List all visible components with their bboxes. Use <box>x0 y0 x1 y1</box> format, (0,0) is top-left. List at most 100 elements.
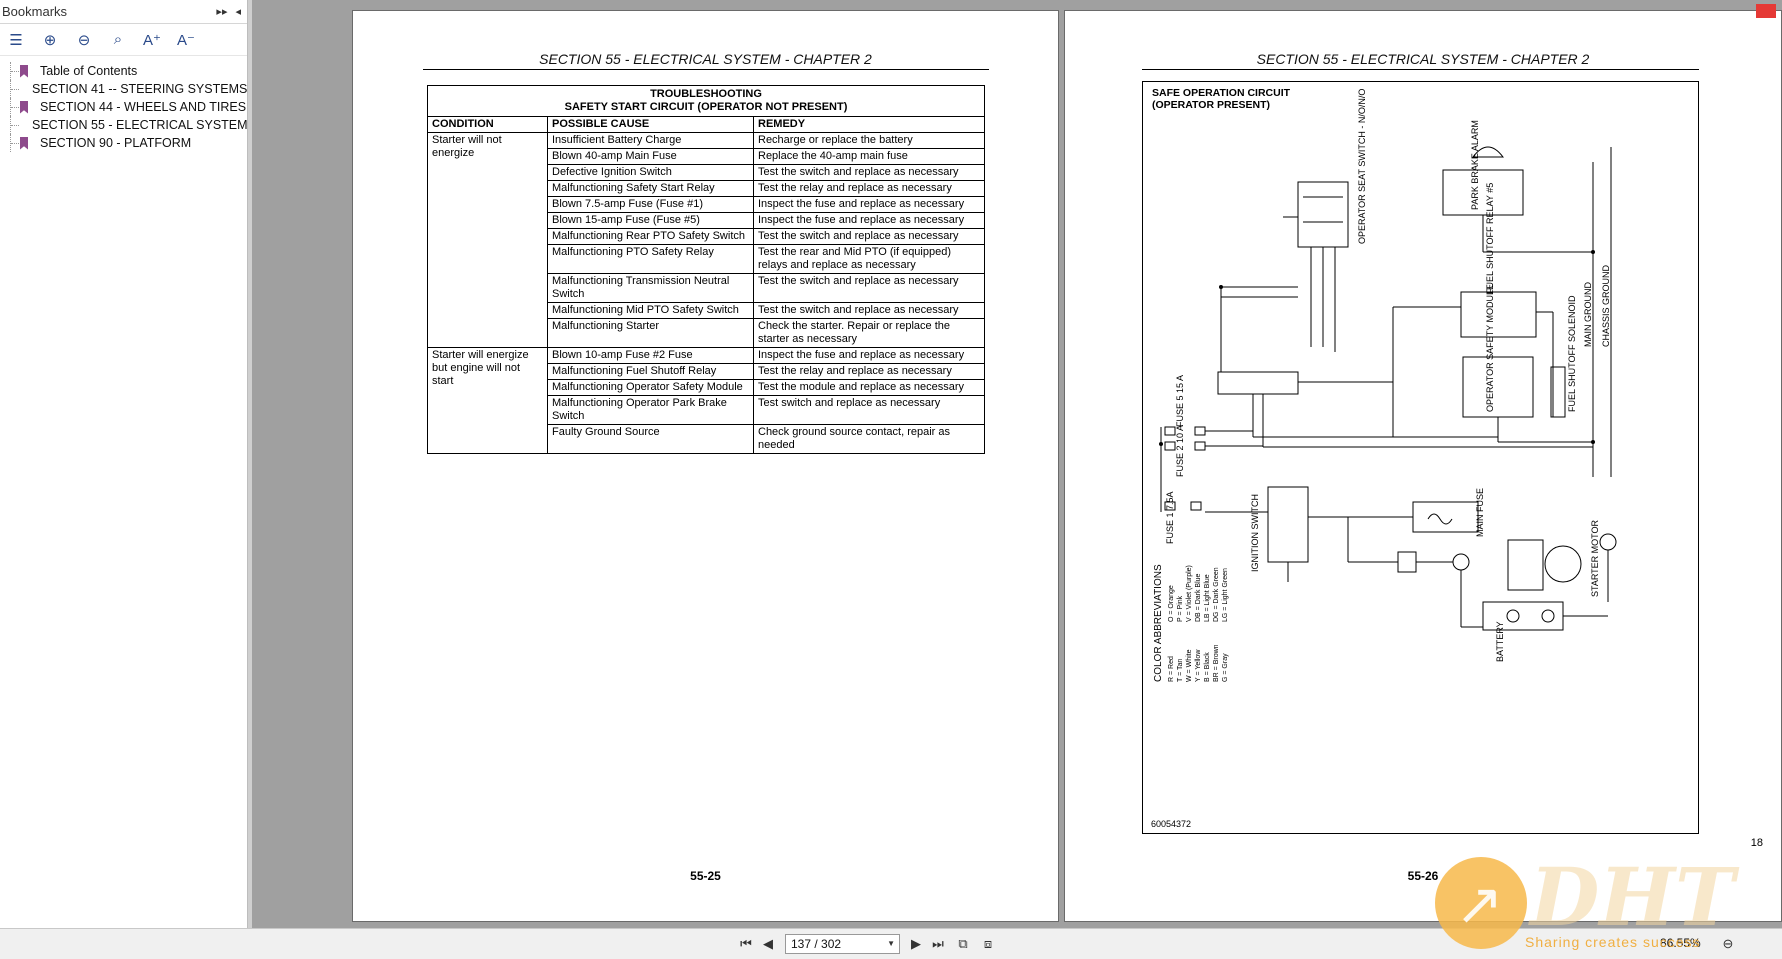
legend-entry: LB = Light Blue <box>1204 574 1211 622</box>
seat-switch-label: OPERATOR SEAT SWITCH - N/O/N/O <box>1357 89 1367 244</box>
page-55-25: SECTION 55 - ELECTRICAL SYSTEM - CHAPTER… <box>352 10 1059 922</box>
decrease-font-icon[interactable]: A⁻ <box>177 31 195 49</box>
column-header: POSSIBLE CAUSE <box>547 116 754 133</box>
chevron-down-icon[interactable]: ▼ <box>887 939 895 948</box>
legend-entry: DB = Dark Blue <box>1195 573 1202 622</box>
collapse-panel-icon[interactable]: ◂ <box>235 6 241 18</box>
bookmark-item[interactable]: SECTION 55 - ELECTRICAL SYSTEM <box>0 116 248 134</box>
document-area: SECTION 55 - ELECTRICAL SYSTEM - CHAPTER… <box>252 0 1782 928</box>
bookmark-item[interactable]: Table of Contents <box>0 62 247 80</box>
legend-entry: LG = Light Green <box>1222 568 1229 622</box>
condition-cell: Starter will not energize <box>427 132 548 348</box>
legend-entry: P = Pink <box>1177 595 1184 622</box>
bookmarks-panel: Bookmarks ▸▸ ◂ ☰ ⊕ ⊖ ⌕ A⁺ A⁻ Table of Co… <box>0 0 248 928</box>
header-rule <box>1142 69 1699 70</box>
column-header: REMEDY <box>753 116 985 133</box>
bookmark-list: Table of Contents SECTION 41 -- STEERING… <box>0 56 248 152</box>
legend-entry: G = Gray <box>1222 653 1229 682</box>
header-rule <box>423 69 989 70</box>
bookmarks-toolbar: ☰ ⊕ ⊖ ⌕ A⁺ A⁻ <box>0 24 247 56</box>
expand-panel-icon[interactable]: ▸▸ <box>216 6 228 18</box>
expand-bookmark-icon[interactable]: ⊕ <box>43 31 57 49</box>
schematic-title: SAFE OPERATION CIRCUIT (OPERATOR PRESENT… <box>1152 87 1291 111</box>
close-window-button[interactable] <box>1756 4 1776 18</box>
main-fuse-label: MAIN FUSE <box>1475 488 1485 537</box>
two-page-view-icon[interactable]: ⧈ <box>983 936 993 951</box>
legend-entry: V = Violet (Purple) <box>1186 565 1193 622</box>
panel-splitter[interactable] <box>248 0 252 928</box>
legend-entry: DG = Dark Green <box>1213 567 1220 622</box>
last-page-icon[interactable]: ⏭ <box>932 936 944 951</box>
find-bookmark-icon[interactable]: ⌕ <box>113 31 123 48</box>
next-page-icon[interactable]: ▶ <box>911 936 921 951</box>
zoom-out-icon[interactable]: ⊖ <box>1722 936 1734 951</box>
column-header: CONDITION <box>427 116 548 133</box>
park-brake-label: PARK BRAKE ALARM <box>1470 120 1480 210</box>
starter-label: STARTER MOTOR <box>1590 519 1600 597</box>
color-abbrev-title: COLOR ABBREVIATIONS <box>1153 564 1164 682</box>
legend-entry: O = Orange <box>1168 585 1175 622</box>
table-row: Starter will not energize Insufficient B… <box>427 132 985 348</box>
table-row: Malfunctioning Transmission Neutral Swit… <box>428 273 985 303</box>
bookmark-flag-icon <box>20 100 28 114</box>
watermark-arrow-icon: ↗ <box>1455 872 1504 937</box>
fuse5-label: FUSE 5 15 A <box>1175 375 1185 427</box>
zoom-level[interactable]: 86.55% <box>1660 936 1701 950</box>
fit-page-icon[interactable]: ⧉ <box>958 936 968 951</box>
bookmark-flag-icon <box>20 64 28 78</box>
schematic-figure: SAFE OPERATION CIRCUIT (OPERATOR PRESENT… <box>1142 81 1699 834</box>
bookmark-label: SECTION 44 - WHEELS AND TIRES <box>40 100 247 114</box>
bookmark-label: SECTION 55 - ELECTRICAL SYSTEM <box>32 118 248 132</box>
bookmark-label: SECTION 41 -- STEERING SYSTEMS <box>32 82 248 96</box>
page-number: 55-25 <box>690 869 721 883</box>
wiring-diagram: PARK BRAKE ALARM OPERATOR SEAT SWITCH - … <box>1153 89 1617 682</box>
page-number-input[interactable]: 137 / 302 ▼ <box>785 934 900 954</box>
chassis-ground-label: CHASSIS GROUND <box>1601 264 1611 347</box>
legend-entry: B = Black <box>1204 652 1211 682</box>
collapse-bookmark-icon[interactable]: ⊖ <box>77 31 91 49</box>
first-page-icon[interactable]: ⏮ <box>740 936 752 951</box>
fuel-relay-label: FUEL SHUTOFF RELAY #5 <box>1485 183 1495 294</box>
section-header: SECTION 55 - ELECTRICAL SYSTEM - CHAPTER… <box>1256 51 1590 67</box>
bookmark-label: SECTION 90 - PLATFORM <box>40 136 192 150</box>
page-55-26: SECTION 55 - ELECTRICAL SYSTEM - CHAPTER… <box>1064 10 1782 922</box>
battery-label: BATTERY <box>1495 621 1505 662</box>
table-row: Blown 15-amp Fuse (Fuse #5)Inspect the f… <box>428 212 985 229</box>
bookmark-item[interactable]: SECTION 44 - WHEELS AND TIRES <box>0 98 247 116</box>
watermark-subtext: Sharing creates success <box>1525 934 1701 950</box>
legend-entry: R = Red <box>1168 656 1175 682</box>
table-title: TROUBLESHOOTING SAFETY START CIRCUIT (OP… <box>427 85 985 117</box>
increase-font-icon[interactable]: A⁺ <box>143 31 161 49</box>
bookmark-item[interactable]: SECTION 41 -- STEERING SYSTEMS <box>0 80 247 98</box>
table-row: Blown 7.5-amp Fuse (Fuse #1)Inspect the … <box>428 196 985 213</box>
fuse2-label: FUSE 2 10 A <box>1175 425 1185 477</box>
bookmark-flag-icon <box>20 136 28 150</box>
legend-entry: T = Tan <box>1177 659 1184 682</box>
legend-entry: W = White <box>1186 649 1193 682</box>
bookmark-item[interactable]: SECTION 90 - PLATFORM <box>0 134 247 152</box>
main-ground-label: MAIN GROUND <box>1583 282 1593 348</box>
table-row: Starter will energize but engine will no… <box>427 347 985 454</box>
figure-id: 60054372 <box>1151 819 1192 829</box>
safety-module-label: OPERATOR SAFETY MODULE <box>1485 284 1495 412</box>
bookmarks-header: Bookmarks ▸▸ ◂ <box>0 0 247 24</box>
legend-entry: Y = Yellow <box>1195 649 1202 682</box>
section-header: SECTION 55 - ELECTRICAL SYSTEM - CHAPTER… <box>539 51 872 67</box>
bookmarks-title: Bookmarks <box>2 4 68 19</box>
legend-entry: BR = Brown <box>1213 644 1220 682</box>
bookmark-options-icon[interactable]: ☰ <box>9 31 23 49</box>
watermark-logo <box>1435 857 1527 949</box>
ignition-label: IGNITION SWITCH <box>1250 494 1260 572</box>
fuse1-label: FUSE 1 7.5A <box>1165 491 1175 544</box>
page-number: 55-26 <box>1407 869 1439 883</box>
previous-page-icon[interactable]: ◀ <box>763 936 773 951</box>
